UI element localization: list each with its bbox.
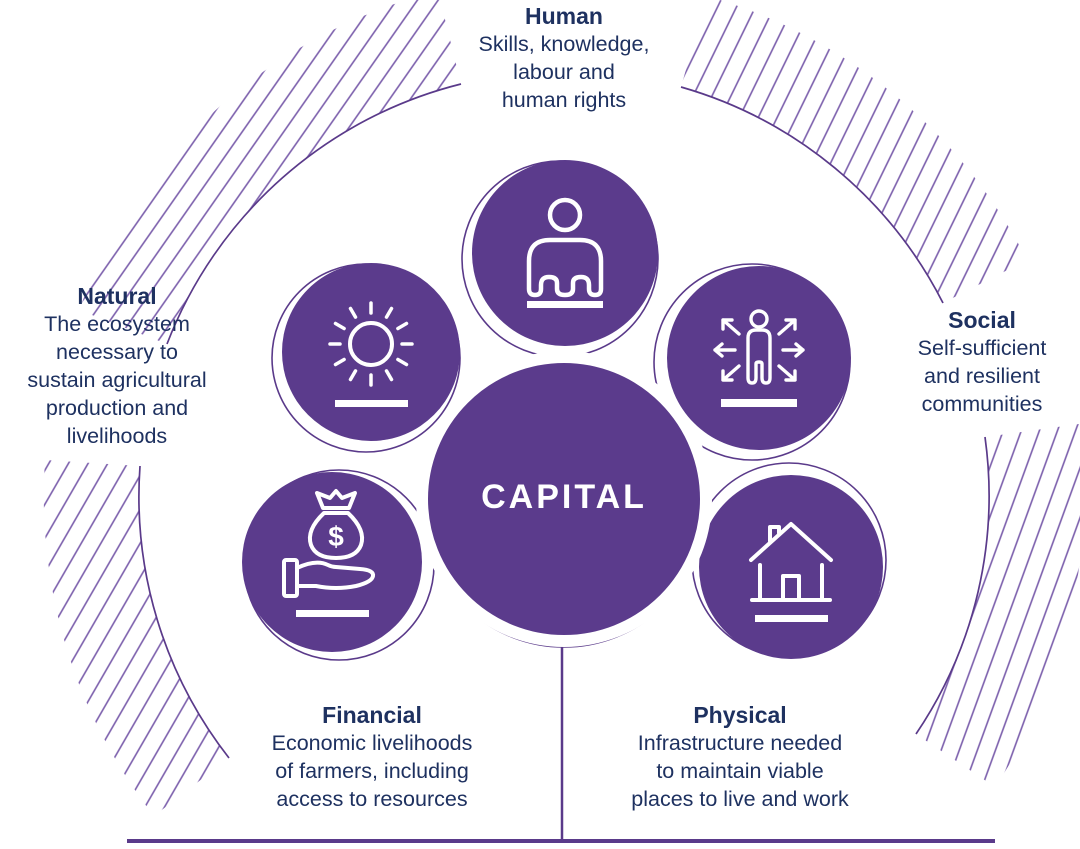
social-line: and resilient (924, 364, 1040, 388)
natural-label-block: Natural The ecosystem necessary to susta… (27, 282, 206, 450)
human-title: Human (525, 3, 603, 29)
financial-line: Economic livelihoods (271, 731, 473, 755)
person-icon (526, 197, 604, 298)
financial-label-block: Financial Economic livelihoods of farmer… (272, 701, 473, 813)
human-circle (472, 160, 658, 346)
baseline-rule (127, 839, 995, 843)
financial-title: Financial (322, 702, 422, 728)
human-label-block: Human Skills, knowledge, labour and huma… (479, 2, 650, 114)
house-icon (749, 522, 833, 602)
physical-title: Physical (693, 702, 787, 728)
hatch-arc-right (915, 424, 1080, 787)
financial-circle (242, 472, 422, 652)
human-line: Skills, knowledge, (478, 32, 650, 56)
hatch-arc-bottom-left (43, 460, 230, 816)
physical-label-block: Physical Infrastructure needed to mainta… (631, 701, 849, 813)
physical-line: to maintain viable (656, 759, 824, 783)
physical-line: Infrastructure needed (637, 731, 843, 755)
sun-icon (328, 301, 414, 387)
social-title: Social (948, 307, 1016, 333)
natural-circle (282, 263, 460, 441)
human-icon-underline (527, 301, 603, 308)
hatch-arc-top-right (680, 0, 1027, 304)
social-line: Self-sufficient (917, 336, 1047, 360)
human-line: human rights (501, 88, 627, 112)
natural-title: Natural (77, 283, 157, 309)
hatch-arc-top-left (79, 0, 462, 345)
natural-line: livelihoods (66, 424, 168, 448)
physical-icon-underline (755, 615, 828, 622)
natural-line: sustain agricultural (27, 368, 207, 392)
social-line: communities (921, 392, 1043, 416)
social-icon-underline (721, 399, 797, 407)
natural-line: The ecosystem (44, 312, 190, 336)
natural-line: necessary to (56, 340, 178, 364)
natural-line: production and (45, 396, 189, 420)
capital-circle (416, 351, 712, 647)
capital-label: CAPITAL (481, 477, 647, 516)
physical-line: places to live and work (631, 787, 849, 811)
financial-line: access to resources (276, 787, 468, 811)
money-bag-hand-icon: $ (282, 489, 376, 598)
financial-icon-underline (296, 610, 369, 617)
financial-line: of farmers, including (275, 759, 469, 783)
natural-icon-underline (335, 400, 408, 407)
physical-circle (699, 475, 883, 659)
human-line: labour and (513, 60, 615, 84)
social-circle (667, 266, 851, 450)
person-arrows-icon (713, 309, 805, 385)
social-label-block: Social Self-sufficient and resilient com… (918, 306, 1047, 418)
svg-text:$: $ (328, 521, 344, 552)
